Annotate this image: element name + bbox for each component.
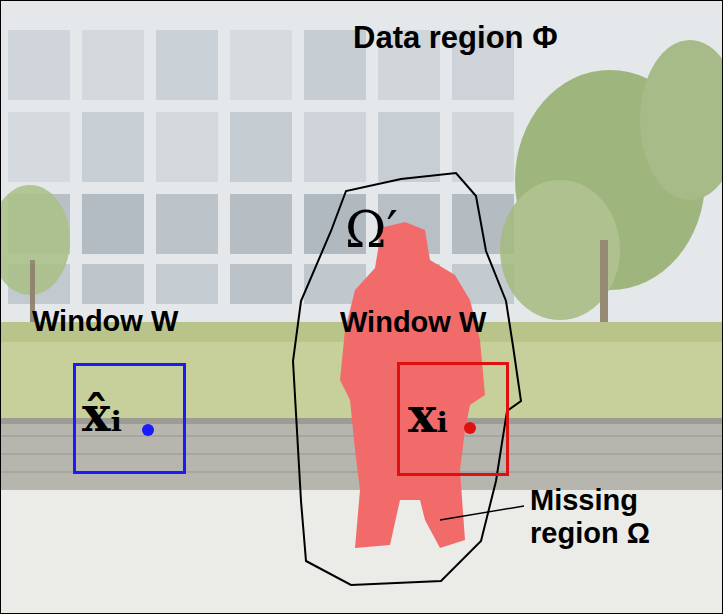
window-box: Window Wx̂ᵢ <box>73 363 186 474</box>
region-label: Missing region Ω <box>530 484 710 551</box>
pixel-dot <box>464 422 476 434</box>
region-outline <box>289 169 525 589</box>
window-heading: Window W <box>32 306 178 338</box>
pixel-dot <box>142 424 154 436</box>
region-outline-path <box>293 173 521 585</box>
leader-line <box>440 506 524 520</box>
omega-prime-region: Ω′ <box>289 169 525 589</box>
region-symbol: Ω′ <box>345 203 398 258</box>
window-heading: Window W <box>340 307 486 339</box>
region-title: Data region Φ <box>353 21 558 55</box>
patch-symbol: x̂ᵢ <box>82 388 122 441</box>
patch-symbol: xᵢ <box>408 389 448 442</box>
window-box: Window Wxᵢ <box>397 362 509 476</box>
missing-region-silhouette <box>340 222 485 548</box>
building-windows <box>0 0 723 330</box>
